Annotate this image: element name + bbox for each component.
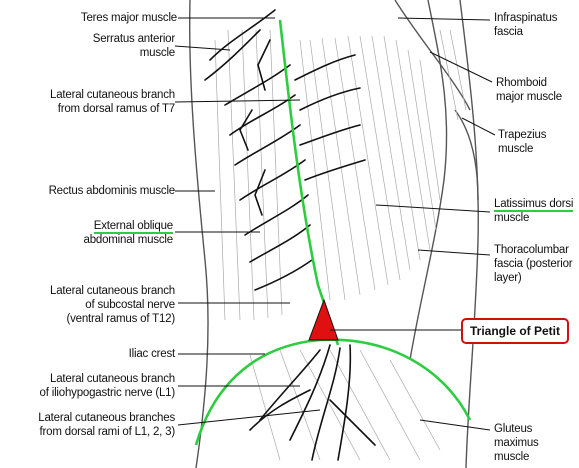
label-latissimus-line2: muscle — [494, 211, 573, 225]
label-gluteus-line2: maximus — [494, 436, 539, 450]
latissimus-highlight: Latissimus dorsi — [494, 198, 573, 212]
label-ext-oblique-line1: External oblique — [84, 219, 174, 233]
ext-oblique-highlight: External oblique — [94, 220, 173, 234]
label-thoracolumbar-fascia: Thoracolumbar fascia (posterior layer) — [494, 243, 572, 285]
label-rectus-abdominis: Rectus abdominis muscle — [49, 184, 175, 198]
muscle-fibres — [215, 30, 466, 460]
label-serratus-anterior: Serratus anterior muscle — [93, 32, 175, 60]
label-rhomboid-line1: Rhomboid — [496, 76, 562, 90]
label-infraspinatus-line1: Infraspinatus — [494, 11, 557, 25]
label-gluteus-line3: muscle — [494, 450, 539, 464]
label-rhomboid-major: Rhomboid major muscle — [496, 76, 562, 104]
label-subcostal-line2: of subcostal nerve — [50, 298, 175, 312]
label-iliohypo-line1: Lateral cutaneous branch — [40, 372, 175, 386]
label-gluteus-line1: Gluteus — [494, 422, 539, 436]
label-thoracolumbar-line1: Thoracolumbar — [494, 243, 572, 257]
label-subcostal-line3: (ventral ramus of T12) — [50, 312, 175, 326]
label-dorsal-rami-l123: Lateral cutaneous branches from dorsal r… — [38, 411, 175, 439]
label-thoracolumbar-line3: layer) — [494, 271, 572, 285]
label-t7-line1: Lateral cutaneous branch — [50, 88, 175, 102]
label-iliohypo-line2: of iliohypogastric nerve (L1) — [40, 386, 175, 400]
label-t7-line2: from dorsal ramus of T7 — [50, 102, 175, 116]
label-rhomboid-line2: major muscle — [496, 90, 562, 104]
label-subcostal-line1: Lateral cutaneous branch — [50, 284, 175, 298]
label-teres-major: Teres major muscle — [81, 11, 177, 25]
label-external-oblique: External oblique abdominal muscle — [84, 219, 174, 247]
nerve-branches — [205, 10, 375, 460]
label-infraspinatus-fascia: Infraspinatus fascia — [494, 11, 557, 39]
label-gluteus-maximus: Gluteus maximus muscle — [494, 422, 539, 464]
label-lateral-cutaneous-t7: Lateral cutaneous branch from dorsal ram… — [50, 88, 175, 116]
label-ext-oblique-line2: abdominal muscle — [84, 233, 174, 247]
body-outline — [190, 0, 479, 468]
label-subcostal-nerve: Lateral cutaneous branch of subcostal ne… — [50, 284, 175, 326]
label-latissimus-line1: Latissimus dorsi — [494, 197, 573, 211]
label-iliohypogastric: Lateral cutaneous branch of iliohypogast… — [40, 372, 175, 400]
label-latissimus-dorsi: Latissimus dorsi muscle — [494, 197, 573, 225]
triangle-of-petit — [309, 300, 338, 340]
label-serratus-line1: Serratus anterior — [93, 32, 175, 46]
label-thoracolumbar-line2: fascia (posterior — [494, 257, 572, 271]
label-serratus-line2: muscle — [93, 46, 175, 60]
label-trapezius-line1: Trapezius — [498, 128, 546, 142]
label-trapezius-line2: muscle — [498, 142, 546, 156]
label-dorsal-line2: from dorsal rami of L1, 2, 3) — [38, 425, 175, 439]
label-triangle-of-petit: Triangle of Petit — [461, 318, 569, 344]
label-infraspinatus-line2: fascia — [494, 25, 557, 39]
label-iliac-crest: Iliac crest — [129, 347, 175, 361]
label-dorsal-line1: Lateral cutaneous branches — [38, 411, 175, 425]
label-trapezius: Trapezius muscle — [498, 128, 546, 156]
